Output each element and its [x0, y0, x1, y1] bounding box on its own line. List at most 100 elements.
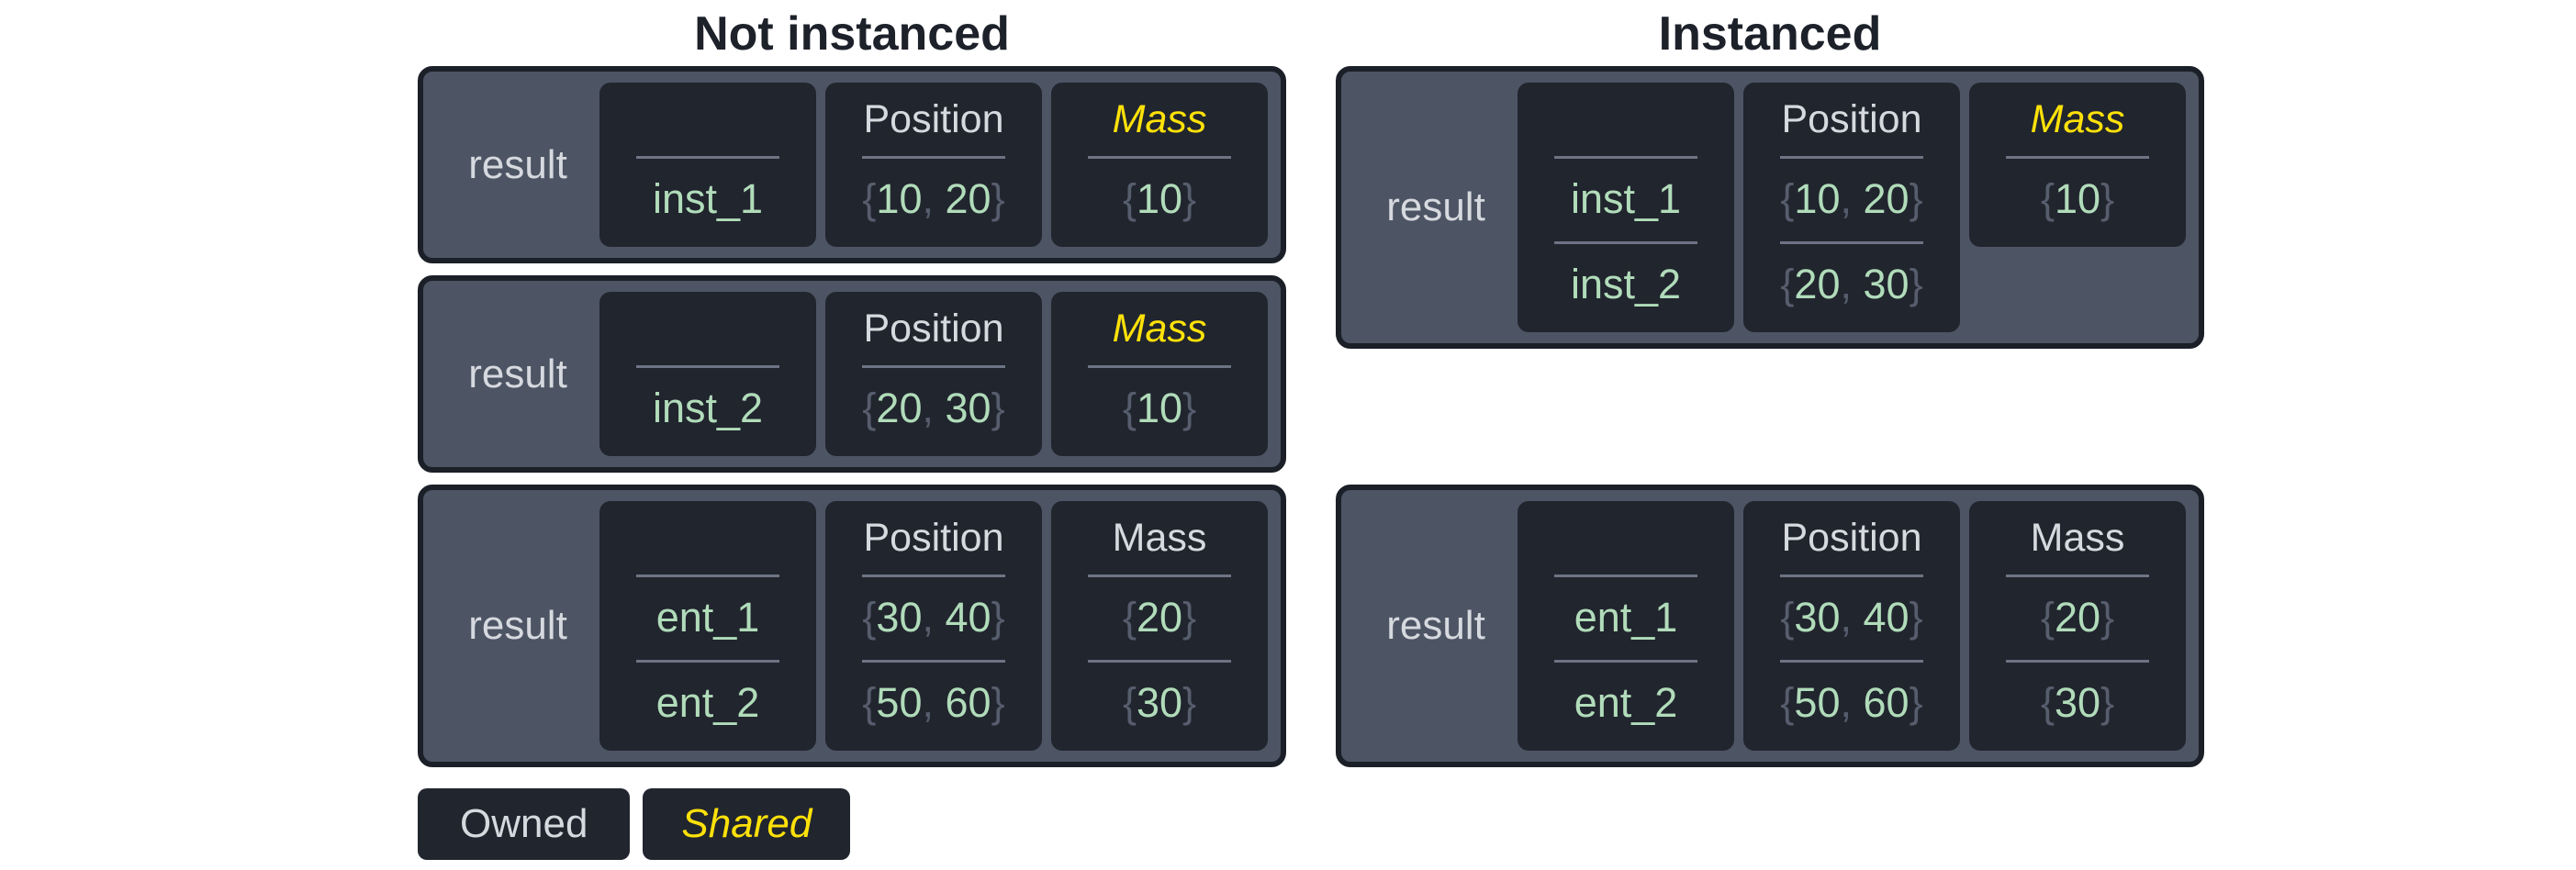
position-value: {50, 60} [1758, 668, 1945, 738]
row-divider [2006, 574, 2149, 577]
value-segment: ent_1 [1574, 594, 1678, 641]
value-segment: } [991, 679, 1005, 726]
mass-header: Mass [1112, 516, 1207, 560]
value-segment: , [922, 175, 946, 222]
value-row: {30, 40} [1758, 574, 1945, 652]
value-row: inst_1 [1532, 156, 1719, 234]
result-table-entities: result ent_1 ent_2 Position {30, 40} [418, 485, 1286, 767]
mass-value: {30} [1066, 668, 1253, 738]
value-segment: 20 [1136, 594, 1183, 641]
entity-name: ent_2 [614, 668, 801, 738]
entities-header [614, 90, 801, 149]
position-value: {10, 20} [840, 164, 1027, 234]
value-row: inst_2 [1532, 241, 1719, 319]
value-row: ent_1 [1532, 574, 1719, 652]
result-table-entities: result ent_1 ent_2 Position {30, 40} [1336, 485, 2204, 767]
position-value: {50, 60} [840, 668, 1027, 738]
mass-cell-shared-single: Mass {10} [1969, 83, 2186, 247]
value-row: {30} [1984, 660, 2171, 738]
value-segment: } [991, 385, 1005, 431]
mass-cell: Mass {10} [1051, 83, 1268, 247]
value-segment: 10 [2054, 175, 2101, 222]
value-segment: } [1909, 679, 1923, 726]
row-divider [862, 156, 1005, 159]
row-divider [1088, 156, 1231, 159]
row-divider [862, 574, 1005, 577]
value-segment: 30 [1863, 261, 1910, 307]
value-row: ent_1 [614, 574, 801, 652]
value-segment: , [1840, 261, 1864, 307]
row-divider [1088, 365, 1231, 368]
entities-cell: ent_1 ent_2 [1518, 501, 1734, 751]
mass-header-shared: Mass [1112, 97, 1207, 141]
instanced-column: Instanced result inst_1 inst_2 Position [1336, 7, 2204, 779]
entities-cell: ent_1 ent_2 [599, 501, 816, 751]
value-segment: 10 [876, 175, 923, 222]
row-divider [862, 660, 1005, 663]
component-cells: inst_1 inst_2 Position {10, 20} {20, 30} [1518, 83, 2186, 332]
entity-name: inst_1 [1532, 164, 1719, 234]
value-row: {20} [1984, 574, 2171, 652]
entity-name: inst_1 [614, 164, 801, 234]
entities-header [1532, 90, 1719, 149]
value-segment: { [862, 679, 877, 726]
result-label: result [1386, 184, 1485, 229]
row-divider [1780, 660, 1923, 663]
value-row: ent_2 [614, 660, 801, 738]
mass-value: {30} [1984, 668, 2171, 738]
position-header: Position [1781, 516, 1922, 560]
value-row: {10} [1066, 365, 1253, 443]
value-segment: 30 [945, 385, 991, 431]
value-segment: , [1840, 594, 1864, 641]
value-segment: { [2040, 679, 2055, 726]
value-row: {20, 30} [1758, 241, 1945, 319]
value-segment: inst_2 [652, 385, 764, 431]
value-segment: } [1909, 261, 1923, 307]
result-table-inst1: result inst_1 Position {10, 20} Mass [418, 66, 1286, 263]
value-row: {10} [1066, 156, 1253, 234]
entities-header [614, 299, 801, 358]
entities-cell: inst_2 [599, 292, 816, 456]
row-divider [636, 660, 779, 663]
row-divider [1554, 574, 1697, 577]
result-label: result [468, 141, 567, 187]
value-segment: { [2040, 594, 2055, 641]
position-value: {30, 40} [840, 583, 1027, 652]
value-segment: ent_2 [655, 679, 760, 726]
value-segment: 60 [1863, 679, 1910, 726]
position-cell: Position {30, 40} {50, 60} [1743, 501, 1960, 751]
row-divider [1088, 574, 1231, 577]
value-segment: , [1840, 679, 1864, 726]
value-segment: ent_2 [1574, 679, 1678, 726]
instanced-title: Instanced [1658, 7, 1882, 61]
row-divider [2006, 660, 2149, 663]
value-row: {50, 60} [840, 660, 1027, 738]
value-segment: 10 [1794, 175, 1841, 222]
value-segment: , [922, 594, 946, 641]
result-label: result [468, 351, 567, 396]
component-cells: ent_1 ent_2 Position {30, 40} {50, 60} [1518, 501, 2186, 751]
value-segment: } [1182, 385, 1197, 431]
value-segment: , [922, 679, 946, 726]
result-table-inst2: result inst_2 Position {20, 30} Mass [418, 275, 1286, 473]
row-divider [636, 365, 779, 368]
position-value: {20, 30} [840, 374, 1027, 443]
legend-owned: Owned [418, 788, 631, 860]
component-cells: inst_2 Position {20, 30} Mass {10} [599, 292, 1268, 456]
value-segment: { [862, 385, 877, 431]
value-segment: } [1182, 594, 1197, 641]
position-header: Position [863, 307, 1004, 351]
value-segment: } [991, 594, 1005, 641]
row-divider [1780, 156, 1923, 159]
position-value: {10, 20} [1758, 164, 1945, 234]
value-segment: { [1122, 175, 1137, 222]
value-segment: 40 [1863, 594, 1910, 641]
value-row: inst_1 [614, 156, 801, 234]
entities-cell: inst_1 [599, 83, 816, 247]
value-segment: 50 [1794, 679, 1841, 726]
value-segment: } [2100, 175, 2115, 222]
position-header: Position [863, 516, 1004, 560]
mass-cell: Mass {10} [1051, 292, 1268, 456]
entity-name: inst_2 [614, 374, 801, 443]
row-divider [1554, 156, 1697, 159]
